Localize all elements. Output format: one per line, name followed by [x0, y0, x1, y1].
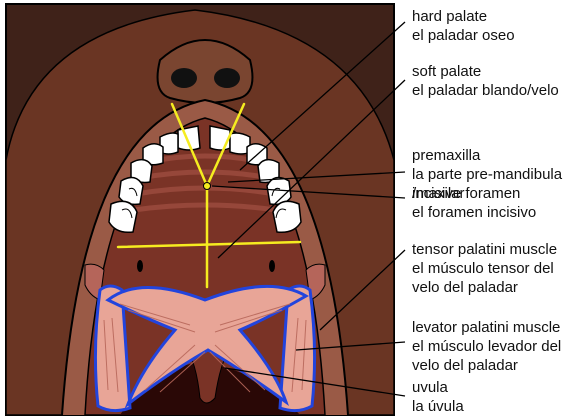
uvula-label-es: la úvula [412, 397, 464, 416]
left-palatine-mark [137, 260, 143, 272]
tensor-palatini-label-es: el músculo tensor del [412, 259, 557, 278]
uvula-label-en: uvula [412, 378, 464, 397]
left-nostril-icon [171, 68, 197, 88]
levator-palatini-label-en: levator palatini muscle [412, 318, 561, 337]
tensor-palatini-label-en: tensor palatini muscle [412, 240, 557, 259]
tensor-palatini-label: tensor palatini muscle el músculo tensor… [412, 240, 557, 297]
hard-palate-label: hard palate el paladar oseo [412, 7, 515, 45]
soft-palate-label-es: el paladar blando/velo [412, 81, 559, 100]
right-palatine-mark [269, 260, 275, 272]
premaxilla-label-es: la parte pre-mandibula [412, 165, 562, 184]
uvula-label: uvula la úvula [412, 378, 464, 416]
incisive-foramen-label-es: el foramen incisivo [412, 203, 536, 222]
levator-palatini-label: levator palatini muscle el músculo levad… [412, 318, 561, 375]
soft-palate-label-en: soft palate [412, 62, 559, 81]
hard-palate-label-es: el paladar oseo [412, 26, 515, 45]
levator-palatini-label-es: el músculo levador del [412, 337, 561, 356]
incisive-foramen-label-en: incisive foramen [412, 184, 536, 203]
incisive-foramen-dot [204, 183, 211, 190]
tensor-palatini-label-es-2: velo del paladar [412, 278, 557, 297]
right-nostril-icon [214, 68, 240, 88]
incisive-foramen-label: incisive foramen el foramen incisivo [412, 184, 536, 222]
premaxilla-label-en: premaxilla [412, 146, 562, 165]
hard-palate-label-en: hard palate [412, 7, 515, 26]
soft-palate-label: soft palate el paladar blando/velo [412, 62, 559, 100]
levator-palatini-label-es-2: velo del paladar [412, 356, 561, 375]
